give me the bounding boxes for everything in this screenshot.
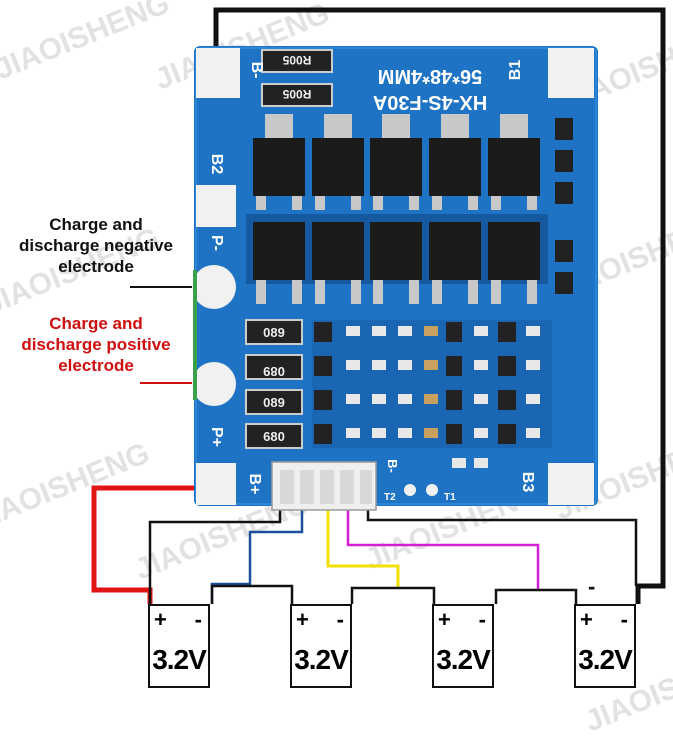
cell-plus-sign: +: [296, 607, 309, 632]
pad-b2-label: B2: [208, 154, 225, 175]
pad-b1-label: B1: [507, 60, 524, 81]
wire-b-minus: [213, 7, 666, 604]
pad-p-minus: [192, 265, 236, 309]
resistor-side-2: [245, 354, 303, 380]
test-pad-t2: [404, 484, 416, 496]
mosfet-row-2: [246, 214, 548, 304]
pad-b2: [196, 185, 236, 227]
pos-label-line-1: Charge and: [49, 314, 143, 333]
wire-balance-5: [366, 508, 638, 586]
pad-p-minus-label: P-: [208, 235, 225, 251]
board-model-text: HX-4S-F30A: [373, 91, 487, 113]
test-pad-t1: [426, 484, 438, 496]
resistor-side-3: [245, 389, 303, 415]
resistor-r005-2: [261, 83, 333, 107]
cell-voltage: 3.2V: [294, 644, 349, 675]
cell-plus-sign: +: [154, 607, 167, 632]
wiring-and-board: 56*48*4MM HX-4S-F30A R005 R005 B- B1 B2 …: [91, 7, 666, 604]
battery-cell-3: + - 3.2V: [432, 604, 494, 688]
resistor-side-4: [245, 423, 303, 449]
cell-minus-sign: -: [620, 607, 628, 632]
wire-balance-1: [148, 508, 282, 604]
neg-label-line-2: discharge negative: [18, 236, 173, 255]
pad-b-minus-inner-label: B-: [385, 459, 400, 473]
cell-minus-sign: -: [194, 607, 202, 632]
cell-plus-sign: +: [580, 607, 593, 632]
positive-electrode-label: Charge and discharge positive electrode: [2, 313, 190, 376]
pad-p-plus-label: P+: [208, 427, 225, 447]
resistor-side-4-label: 680: [263, 429, 285, 444]
resistor-side-2-label: 089: [263, 364, 285, 379]
series-link-2: [350, 586, 436, 604]
pad-b1: [548, 48, 594, 98]
mosfet-row-1: [253, 114, 540, 210]
wire-b-plus: [91, 485, 194, 604]
test-pad-t1-label: T1: [444, 492, 456, 503]
smd-component-grid: [312, 320, 552, 448]
cell-voltage: 3.2V: [436, 644, 491, 675]
cell-voltage: 3.2V: [152, 644, 207, 675]
pos-label-line-3: electrode: [58, 356, 134, 375]
negative-electrode-label: Charge and discharge negative electrode: [2, 214, 190, 277]
series-link-3: [494, 588, 578, 604]
resistor-side-1: [245, 319, 303, 345]
pad-b3-label: B3: [519, 472, 536, 493]
resistor-r005-2-label: R005: [282, 87, 311, 101]
pad-p-plus: [192, 362, 236, 406]
cell-minus-sign: -: [478, 607, 486, 632]
test-pad-t2-label: T2: [384, 492, 396, 503]
battery-cell-4: + - 3.2V: [574, 604, 636, 688]
resistor-side-3-label: 089: [263, 395, 285, 410]
battery-cell-2: + - 3.2V: [290, 604, 352, 688]
resistor-r005-1: [261, 49, 333, 73]
series-link-1: [210, 584, 294, 604]
resistor-side-1-label: 089: [263, 325, 285, 340]
pad-b-plus-label: B+: [246, 474, 263, 495]
wire-balance-4: [346, 508, 540, 590]
pad-b-minus: [196, 48, 240, 98]
battery-cell-1: + - 3.2V: [148, 604, 210, 688]
right-ic-column: [555, 118, 573, 294]
cell-plus-sign: +: [438, 607, 451, 632]
cell-voltage: 3.2V: [578, 644, 633, 675]
extra-minus-sign: -: [588, 574, 595, 599]
neg-label-line-3: electrode: [58, 257, 134, 276]
wire-balance-3: [326, 508, 400, 588]
pos-label-line-2: discharge positive: [21, 335, 171, 354]
pad-b-minus-label: B-: [248, 62, 265, 79]
pad-b3: [548, 463, 594, 505]
pad-b-plus: [196, 463, 236, 505]
cell-minus-sign: -: [336, 607, 344, 632]
board-size-text: 56*48*4MM: [378, 65, 483, 87]
resistor-r005-1-label: R005: [282, 53, 311, 67]
neg-label-line-1: Charge and: [49, 215, 143, 234]
